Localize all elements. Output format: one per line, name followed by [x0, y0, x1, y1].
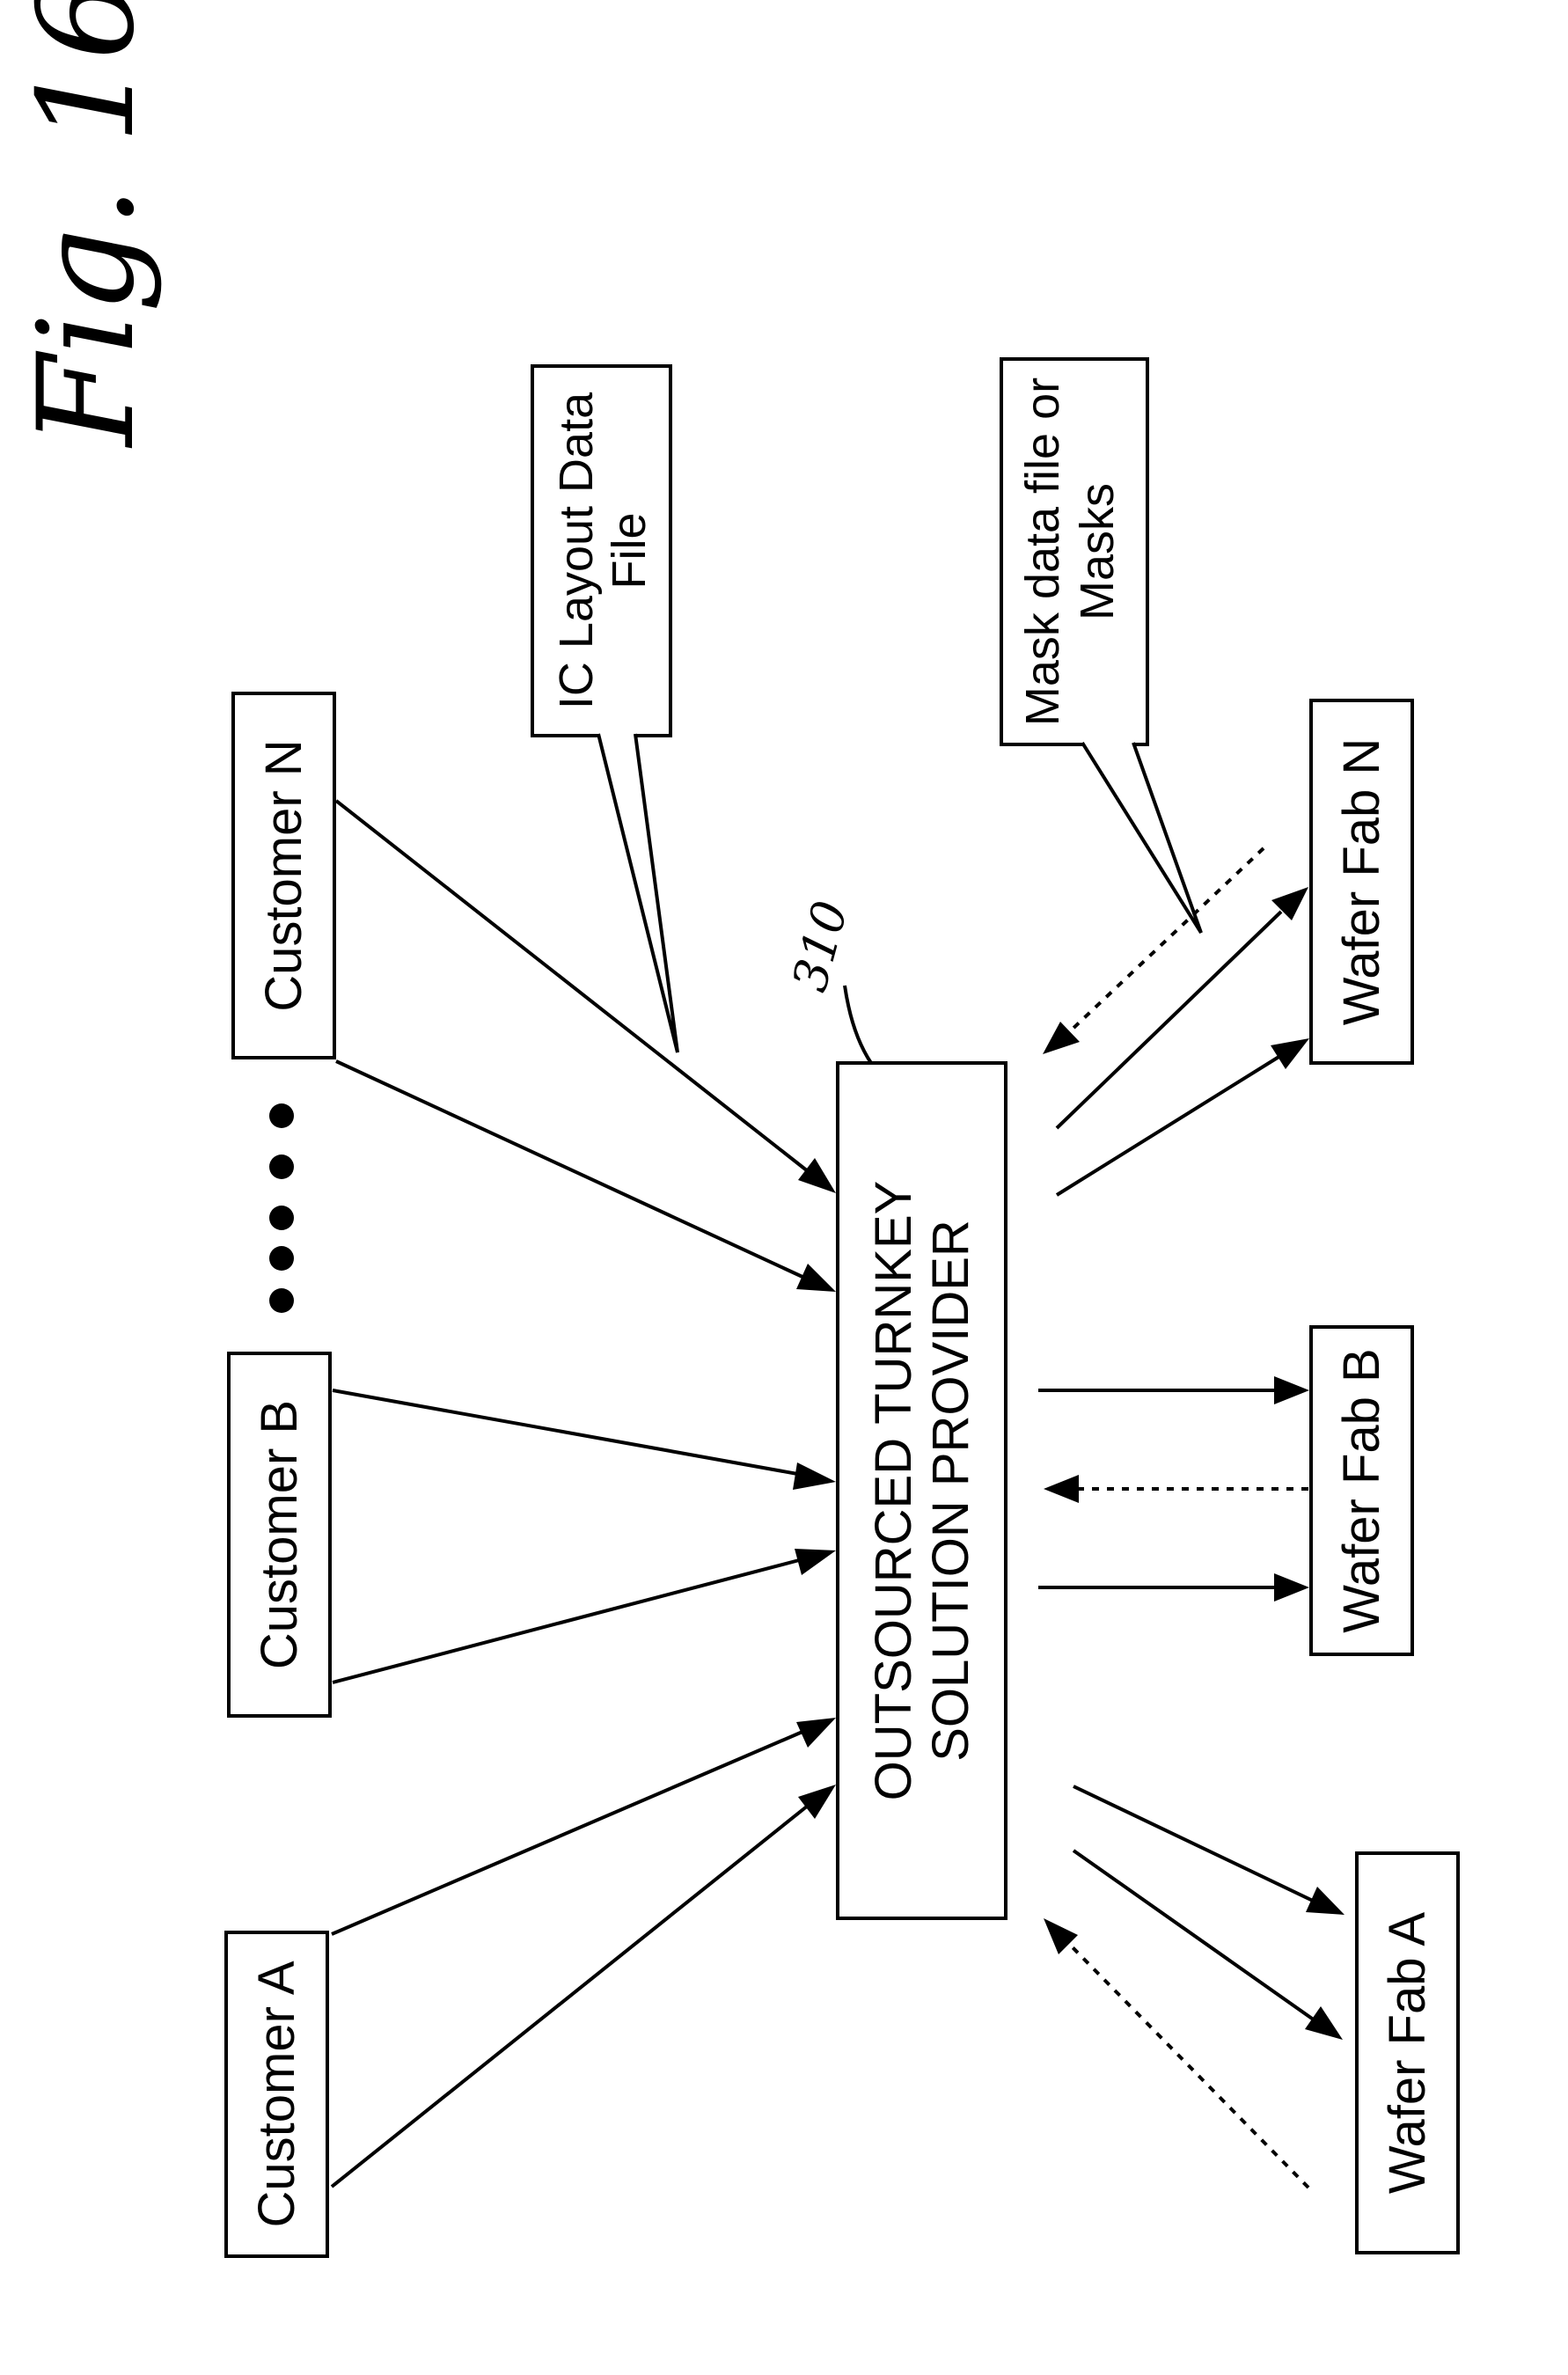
wafer-fab-n-label: Wafer Fab N — [1333, 738, 1390, 1026]
mask-callout: Mask data file or Masks — [1001, 359, 1201, 933]
reference-leader — [845, 986, 871, 1063]
customer-n-arrows — [336, 801, 836, 1292]
mask-callout-pointer — [1082, 743, 1201, 933]
customer-b-box: Customer B — [229, 1353, 330, 1716]
ellipsis-dots — [269, 1103, 294, 1313]
ic-layout-callout: IC Layout Data File — [532, 366, 678, 1052]
wafer-fab-a-label: Wafer Fab A — [1379, 1912, 1436, 2195]
wafer-fab-a-arrows — [1044, 1786, 1345, 2188]
provider-box: OUTSOURCED TURNKEY SOLUTION PROVIDER — [838, 1063, 1006, 1918]
wafer-fab-b-box: Wafer Fab B — [1311, 1327, 1412, 1654]
customer-n-label: Customer N — [255, 739, 312, 1011]
provider-label-line2: SOLUTION PROVIDER — [922, 1220, 979, 1762]
wafer-fab-a-box: Wafer Fab A — [1357, 1853, 1458, 2253]
provider-label-line1: OUTSOURCED TURNKEY — [865, 1181, 922, 1801]
figure-title: Fig. 16 — [11, 0, 164, 449]
customer-a-box: Customer A — [226, 1932, 327, 2256]
mask-callout-line2: Masks — [1071, 483, 1124, 620]
mask-callout-line1: Mask data file or — [1016, 378, 1069, 726]
wafer-fab-b-arrows — [1038, 1376, 1309, 1602]
wafer-fab-n-box: Wafer Fab N — [1311, 700, 1412, 1063]
customer-b-arrows — [333, 1390, 836, 1682]
wafer-fab-b-label: Wafer Fab B — [1333, 1348, 1390, 1632]
ic-layout-callout-line1: IC Layout Data — [550, 392, 603, 709]
customer-b-label: Customer B — [251, 1400, 308, 1669]
wafer-fab-n-arrows — [1043, 848, 1309, 1195]
customer-a-arrows — [332, 1718, 836, 2187]
ic-layout-callout-line2: File — [603, 512, 656, 589]
customer-a-label: Customer A — [248, 1961, 305, 2227]
ic-layout-callout-pointer — [598, 734, 678, 1052]
reference-number: 310 — [781, 895, 859, 997]
customer-n-box: Customer N — [233, 693, 334, 1058]
